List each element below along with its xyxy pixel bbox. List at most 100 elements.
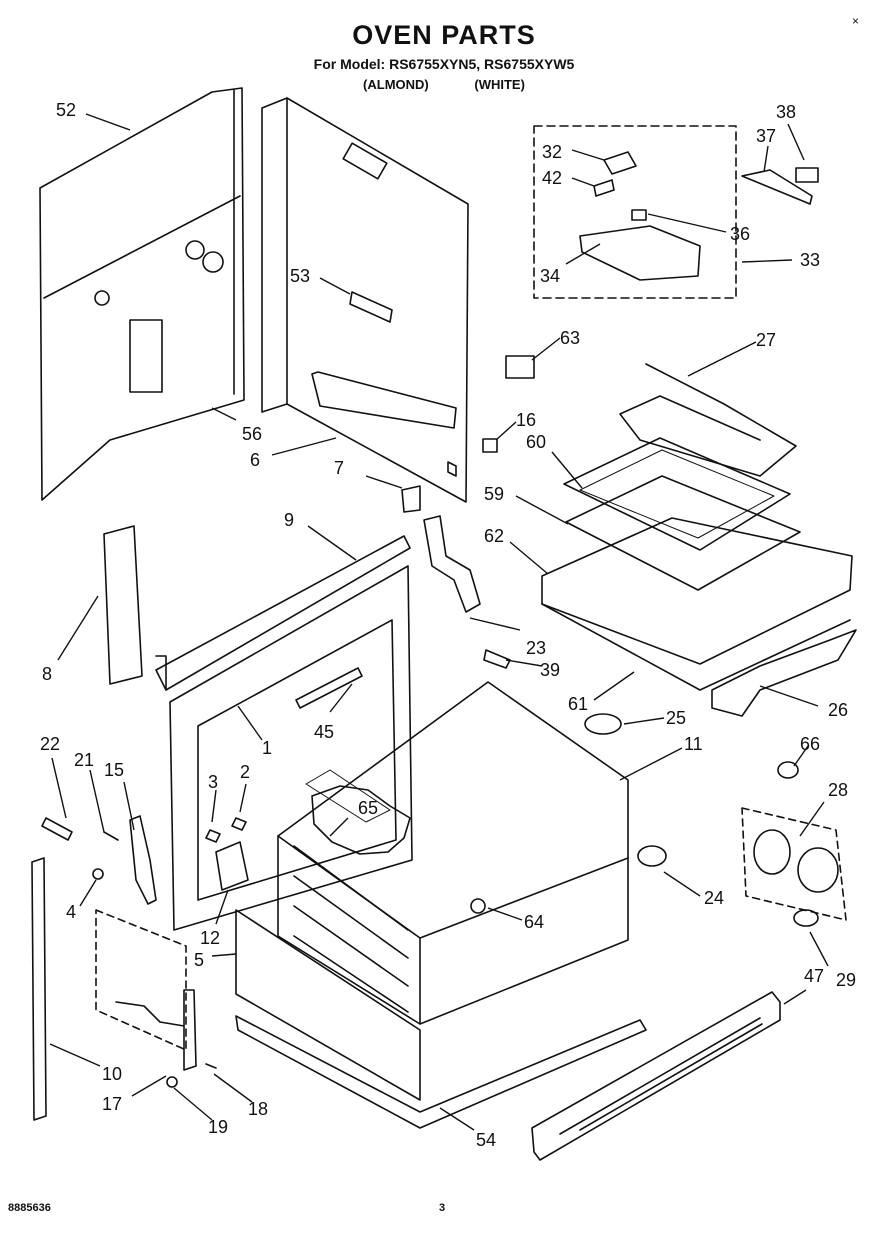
part-front-frame <box>169 565 413 931</box>
part-switch-32 <box>603 151 637 175</box>
callout-36: 36 <box>730 224 750 244</box>
callout-27: 27 <box>756 330 776 350</box>
part-insulation-65 <box>311 785 411 855</box>
leader-lines <box>49 113 829 1131</box>
variant-almond: (ALMOND) <box>363 77 429 92</box>
model-line: For Model: RS6755XYN5, RS6755XYW5 <box>313 56 575 72</box>
part-bracket-37 <box>741 169 813 205</box>
part-plug-64 <box>470 898 486 914</box>
part-gasket-66 <box>777 761 799 779</box>
part-spring-22 <box>41 817 73 841</box>
part-hinge-link <box>115 1001 185 1027</box>
callout-66: 66 <box>800 734 820 754</box>
part-cover-25 <box>584 713 622 735</box>
part-trim-10 <box>31 857 47 1121</box>
callout-56: 56 <box>242 424 262 444</box>
callout-65: 65 <box>358 798 378 818</box>
callout-5: 5 <box>194 950 204 970</box>
part-clip-36 <box>631 209 647 221</box>
part-light-lens <box>797 847 839 893</box>
part-clip-7 <box>401 485 421 513</box>
part-nut-4 <box>92 868 104 880</box>
callout-6: 6 <box>250 450 260 470</box>
page-title: OVEN PARTS <box>352 20 536 50</box>
callout-47: 47 <box>804 966 824 986</box>
callout-18: 18 <box>248 1099 268 1119</box>
callout-9: 9 <box>284 510 294 530</box>
hinge-callout-box <box>95 909 187 1051</box>
callout-12: 12 <box>200 928 220 948</box>
callout-42: 42 <box>542 168 562 188</box>
callout-54: 54 <box>476 1130 496 1150</box>
color-variants: (ALMOND) (WHITE) <box>0 77 888 92</box>
part-hinge-15 <box>129 815 157 905</box>
callout-4: 4 <box>66 902 76 922</box>
callout-34: 34 <box>540 266 560 286</box>
part-ring-19 <box>166 1076 178 1088</box>
part-bottom-trim <box>235 1015 647 1129</box>
callout-61: 61 <box>568 694 588 714</box>
part-connector-39 <box>483 649 511 669</box>
callout-23: 23 <box>526 638 546 658</box>
part-side-panel <box>261 97 469 503</box>
page-number: 3 <box>439 1202 446 1214</box>
part-bracket-12 <box>215 841 249 891</box>
part-latch-34 <box>579 225 701 281</box>
callout-29: 29 <box>836 970 856 990</box>
corner-mark: × <box>852 14 860 28</box>
part-light-housing <box>753 829 791 875</box>
part-screw-2 <box>231 817 247 831</box>
callout-3: 3 <box>208 772 218 792</box>
callout-1: 1 <box>262 738 272 758</box>
callout-24: 24 <box>704 888 724 908</box>
part-oven-cavity <box>277 681 629 1025</box>
part-bulb-29 <box>793 909 819 927</box>
part-screw-3 <box>205 829 221 843</box>
callout-22: 22 <box>40 734 60 754</box>
callout-32: 32 <box>542 142 562 162</box>
callout-21: 21 <box>74 750 94 770</box>
callout-63: 63 <box>560 328 580 348</box>
callout-59: 59 <box>484 484 504 504</box>
callout-2: 2 <box>240 762 250 782</box>
part-gasket-8 <box>103 525 143 685</box>
callout-16: 16 <box>516 410 536 430</box>
callout-8: 8 <box>42 664 52 684</box>
part-plate-63 <box>505 355 535 379</box>
callout-64: 64 <box>524 912 544 932</box>
callout-33: 33 <box>800 250 820 270</box>
part-broil-pan-grid <box>579 449 775 539</box>
callout-45: 45 <box>314 722 334 742</box>
part-element-27 <box>619 363 797 477</box>
callout-19: 19 <box>208 1117 228 1137</box>
part-rack-62 <box>541 517 853 665</box>
light-assembly-box <box>741 807 847 921</box>
part-insulator-42 <box>593 179 615 197</box>
callout-11: 11 <box>684 734 703 754</box>
part-base-5 <box>235 909 421 1101</box>
callout-26: 26 <box>828 700 848 720</box>
part-screw-18 <box>205 1063 217 1069</box>
part-bracket-16 <box>482 438 498 453</box>
part-pan-insert-59 <box>565 475 801 591</box>
part-broil-pan-60 <box>563 437 791 551</box>
callout-7: 7 <box>334 458 344 478</box>
document-code: 8885636 <box>8 1202 51 1214</box>
callout-17: 17 <box>102 1094 122 1114</box>
callout-53: 53 <box>290 266 310 286</box>
variant-white: (WHITE) <box>474 77 525 92</box>
callout-52: 52 <box>56 100 76 120</box>
part-switch-38 <box>795 167 819 183</box>
part-vent-grille <box>531 991 781 1161</box>
part-frame-rail <box>155 535 411 691</box>
part-bar-45 <box>295 667 363 709</box>
switch-assembly-box <box>533 125 737 299</box>
callout-28: 28 <box>828 780 848 800</box>
callout-37: 37 <box>756 126 776 146</box>
callout-60: 60 <box>526 432 546 452</box>
part-socket-24 <box>637 845 667 867</box>
callout-25: 25 <box>666 708 686 728</box>
part-terminal-block <box>349 291 393 323</box>
